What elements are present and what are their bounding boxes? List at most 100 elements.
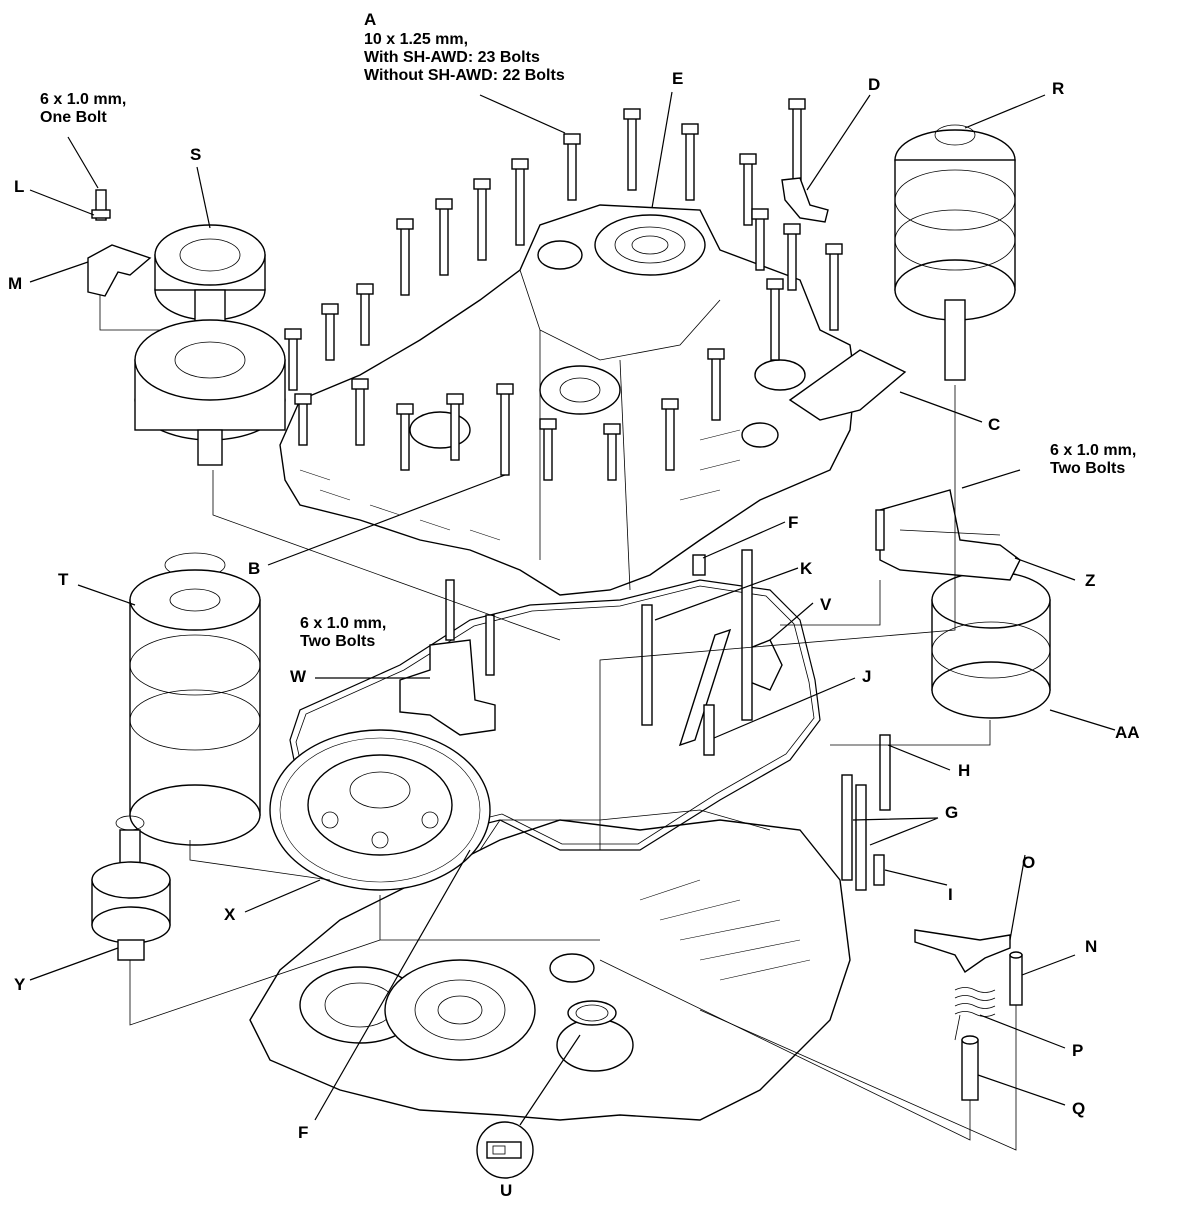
spring-p [954,987,996,1041]
label-z-bolts-line2: Two Bolts [1050,460,1125,477]
label-t: T [58,570,69,589]
bolt-a-head-6 [511,158,529,170]
label-z-bolts-line1: 6 x 1.0 mm, [1050,442,1136,459]
label-p: P [1072,1041,1083,1060]
differential-ring-gear-x [269,729,491,891]
label-y: Y [14,975,26,994]
label-aa: AA [1115,723,1140,742]
bolt-a-1 [567,139,577,201]
label-r: R [1052,79,1064,98]
bolt-a-head-4 [739,153,757,165]
bolt-a-head-18 [539,418,557,430]
bolt-a-head-5 [788,98,806,110]
bolt-a-head-23 [825,243,843,255]
bolt-a-15 [400,409,410,471]
label-a-spec-line1: 10 x 1.25 mm, [364,31,468,48]
transmission-housing-upper [279,204,856,596]
label-a-spec-line2: With SH-AWD: 23 Bolts [364,49,540,66]
bolt-a-5 [792,104,802,181]
shift-fork-m [87,244,152,297]
bolt-a-17 [500,389,510,476]
label-j: J [862,667,871,686]
dowel-pin-i [873,854,885,886]
bolt-a-9 [400,224,410,296]
bolt-a-head-7 [473,178,491,190]
shaft-pin-q [961,1035,979,1101]
label-w-bolts-line1: 6 x 1.0 mm, [300,615,386,632]
bolt-a-24 [787,229,797,291]
bolt-a-2 [627,114,637,191]
label-g: G [945,803,958,822]
bolt-a-head-25 [751,208,769,220]
bolt-a-head-12 [284,328,302,340]
bolt-a-head-22 [766,278,784,290]
label-f-bottom: F [298,1123,308,1142]
bolt-a-8 [439,204,449,276]
baffle-plate-c [788,349,907,421]
label-m: M [8,274,22,293]
bolt-a-10 [360,289,370,346]
bolt-a-head-8 [435,198,453,210]
bolt-a-head-2 [623,108,641,120]
label-b: B [248,559,260,578]
dowel-pin-g2 [855,784,867,891]
label-d: D [868,75,880,94]
clutch-assembly-aa [931,571,1051,719]
bolt-a-13 [298,399,308,446]
dowel-pin-f [692,554,706,576]
label-l: L [14,177,24,196]
dowel-pin-g1 [841,774,853,881]
bolt-a-head-3 [681,123,699,135]
label-k: K [800,559,813,578]
bolt-a-12 [288,334,298,391]
bolt-a-head-1 [563,133,581,145]
bolt-a-head-9 [396,218,414,230]
bolt-a-head-11 [321,303,339,315]
shift-arm-o [914,929,1011,974]
label-w: W [290,667,307,686]
callout-labels: A 10 x 1.25 mm, With SH-AWD: 23 Bolts Wi… [8,10,1140,1200]
dowel-pin-h [879,734,891,811]
bolt-a-7 [477,184,487,261]
label-s: S [190,145,201,164]
countershaft-gear-s [134,224,286,466]
idler-gear-y [91,815,171,961]
label-a: A [364,10,376,29]
label-w-bolts-line2: Two Bolts [300,633,375,650]
bolt-a-head-20 [661,398,679,410]
label-q: Q [1072,1099,1085,1118]
bolt-a-23 [829,249,839,331]
housing-bolts-a [284,98,843,481]
bolt-a-head-17 [496,383,514,395]
bolt-a-3 [685,129,695,201]
bolt-a-11 [325,309,335,361]
label-e: E [672,69,683,88]
bolt-a-25 [755,214,765,271]
bolt-a-head-13 [294,393,312,405]
bracket-w [399,579,496,736]
bolt-a-head-16 [446,393,464,405]
label-x: X [224,905,236,924]
bolt-a-head-21 [707,348,725,360]
pin-n [1009,951,1023,1006]
label-v: V [820,595,832,614]
callout-leaders [29,91,1116,1151]
label-l-bolt-line1: 6 x 1.0 mm, [40,91,126,108]
mainshaft-gear-r [894,124,1016,381]
label-h: H [958,761,970,780]
bolt-a-head-19 [603,423,621,435]
bolt-a-head-15 [396,403,414,415]
label-a-spec-line3: Without SH-AWD: 22 Bolts [364,67,565,84]
dowel-pin-k [641,604,653,726]
label-c: C [988,415,1000,434]
label-f-top: F [788,513,798,532]
bolt-a-22 [770,284,780,361]
bolt-a-18 [543,424,553,481]
label-n: N [1085,937,1097,956]
bolt-a-4 [743,159,753,226]
bolt-a-6 [515,164,525,246]
bolt-a-21 [711,354,721,421]
label-u: U [500,1181,512,1200]
dowel-pins [641,554,891,891]
